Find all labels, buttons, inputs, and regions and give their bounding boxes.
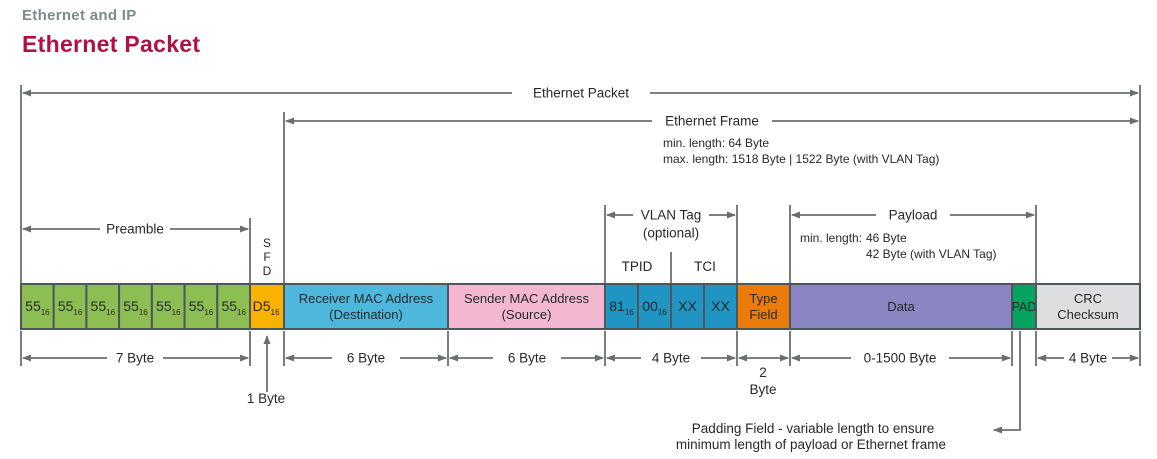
type-bytes-line2: Byte [749,382,776,397]
preamble-hex: 5516 [221,298,246,317]
sfd-byte-pointer: 1 Byte [247,335,285,406]
payload-min-value: 46 Byte [866,231,907,245]
ethernet-frame-span: Ethernet Frame min. length: 64 Byte max.… [285,114,1139,166]
crc-block: CRC Checksum [1035,283,1141,330]
guide-lines [20,85,1141,366]
type-field-block: Type Field [736,283,791,330]
crc-line1: CRC [1074,291,1102,306]
payload-span: Payload min. length: 46 Byte 42 Byte (wi… [791,208,1035,261]
tci-label: TCI [694,259,716,274]
ethernet-packet-span: Ethernet Packet [22,86,1139,101]
page-title: Ethernet Packet [22,31,201,57]
padding-note-line1: Padding Field - variable length to ensur… [692,421,934,436]
type-field-line1: Type [749,291,777,306]
preamble-hex: 5516 [123,298,148,317]
preamble-hex: 5516 [58,298,83,317]
pad-block: PAD [1011,283,1037,330]
sfd-block: D516 [249,283,285,330]
vlan-tag-span-label: VLAN Tag [641,208,702,223]
preamble-cell [20,283,55,330]
sender-mac-block: Sender MAC Address (Source) [447,283,606,330]
type-field-line2: Field [749,307,777,322]
padding-note-line2: minimum length of payload or Ethernet fr… [676,437,946,452]
sender-mac-line2: (Source) [502,307,552,322]
preamble-span-label: Preamble [106,222,164,237]
payload-min-key: min. length: [800,231,862,245]
data-block: Data [789,283,1013,330]
crc-line2: Checksum [1057,307,1118,322]
vlan-cell-tpid2 [637,283,672,330]
preamble-bytes: 7 Byte [116,351,154,366]
payload-min-vlan: 42 Byte (with VLAN Tag) [866,247,997,261]
vlan-hex: 8116 [609,298,634,317]
crc-bytes: 4 Byte [1069,351,1107,366]
vlan-tag-span: VLAN Tag (optional) TPID TCI [606,208,736,274]
preamble-cells: 5516 5516 5516 5516 5516 5516 5516 [20,283,252,330]
ethernet-frame-span-label: Ethernet Frame [665,114,759,129]
preamble-cell [216,283,252,330]
receiver-mac-line1: Receiver MAC Address [299,291,434,306]
byte-size-arrows: 7 Byte 6 Byte 6 Byte 4 Byte 2 Byte 0-150… [22,351,1139,397]
sfd-bytes: 1 Byte [247,391,285,406]
preamble-hex: 5516 [25,298,50,317]
sfd-letter-d: D [263,264,272,278]
ethernet-packet-span-label: Ethernet Packet [533,86,629,101]
sfd-letter-s: S [263,236,271,250]
preamble-hex: 5516 [156,298,181,317]
preamble-hex: 5516 [189,298,214,317]
sender-mac-line1: Sender MAC Address [464,291,590,306]
type-bytes-line1: 2 [759,365,767,380]
vlan-tag-cells: 8116 0016 XX XX [604,283,738,330]
vlan-bytes: 4 Byte [652,351,690,366]
pad-label: PAD [1012,300,1037,314]
sfd-vertical-label: S F D [263,236,272,278]
vlan-hex: XX [711,298,730,314]
receiver-mac-line2: (Destination) [329,307,403,322]
preamble-cell [85,283,121,330]
data-label: Data [887,299,915,314]
page-subtitle: Ethernet and IP [22,7,137,24]
sfd-letter-f: F [263,250,270,264]
receiver-mac-block: Receiver MAC Address (Destination) [283,283,449,330]
packet-blocks: 5516 5516 5516 5516 5516 5516 5516 D516 … [20,283,1141,330]
sfd-hex: D516 [253,298,280,317]
sender-bytes: 6 Byte [508,351,546,366]
data-bytes: 0-1500 Byte [864,351,937,366]
vlan-optional-label: (optional) [643,226,699,241]
tpid-label: TPID [622,259,653,274]
receiver-bytes: 6 Byte [347,351,385,366]
preamble-hex: 5516 [91,298,116,317]
payload-span-label: Payload [889,208,938,223]
vlan-hex: 0016 [642,298,667,317]
padding-note: Padding Field - variable length to ensur… [676,331,1021,452]
preamble-span: Preamble [22,222,249,237]
preamble-cell [52,283,88,330]
vlan-cell-tci2 [703,283,738,330]
preamble-cell [118,283,153,330]
vlan-hex: XX [678,298,697,314]
frame-min-length: min. length: 64 Byte [663,136,769,150]
frame-max-length: max. length: 1518 Byte | 1522 Byte (with… [663,152,939,166]
